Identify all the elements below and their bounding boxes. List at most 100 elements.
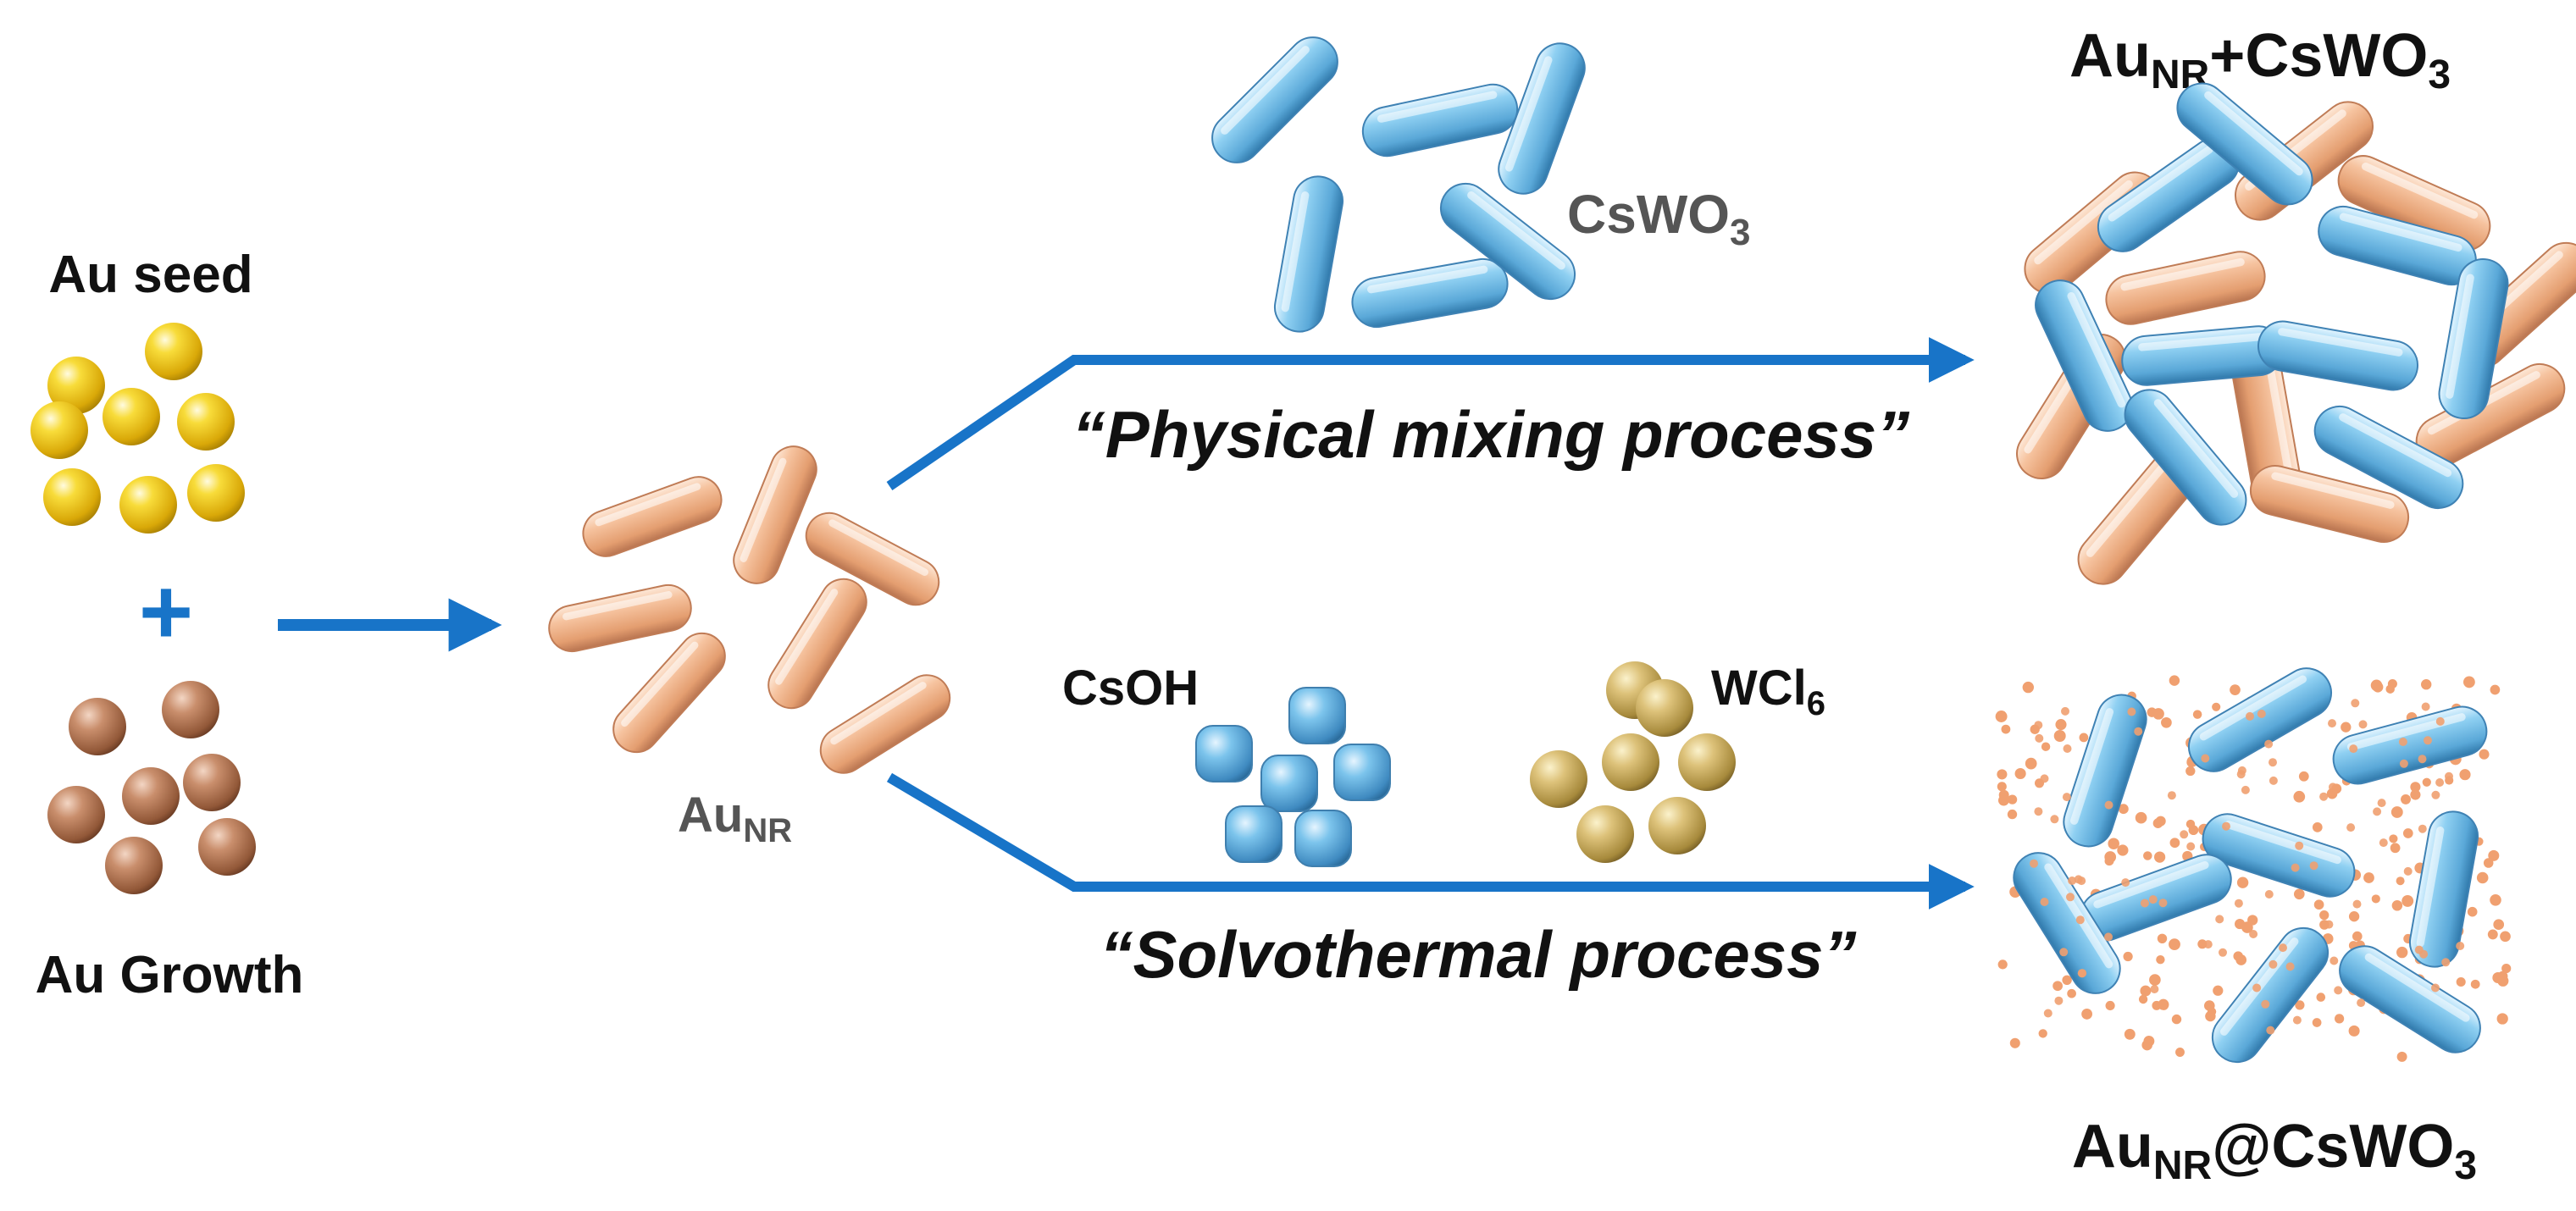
coating-dot (2062, 793, 2071, 802)
mixture-au-rod (2105, 251, 2266, 325)
coating-dot (2043, 1009, 2052, 1018)
core-shell-rod-highlight (2093, 860, 2209, 909)
coating-dot (2148, 895, 2158, 904)
cswo3-rod (1273, 175, 1344, 333)
au-nanorod-highlight (775, 589, 839, 685)
core-shell-rod (2408, 810, 2479, 968)
mixture-cswo3-rod (2124, 389, 2247, 526)
coating-dot (2030, 859, 2038, 868)
au-nanorod (805, 511, 940, 606)
plus-sign: + (139, 560, 193, 664)
au-seed-particle (30, 401, 88, 459)
au-nanorod (767, 578, 867, 710)
coating-dot (2140, 899, 2149, 908)
csoh-particles (1195, 687, 1391, 867)
coating-dot (2456, 976, 2466, 987)
product-mix-b: +CsWO (2209, 22, 2428, 90)
coating-dot (2038, 1029, 2047, 1038)
coating-dot (2401, 894, 2414, 907)
coating-dot (2140, 985, 2152, 997)
wcl6-particle (1678, 733, 1736, 791)
coating-dot (2398, 738, 2407, 746)
coating-dot (2063, 744, 2072, 753)
core-shell-rod-highlight (2070, 708, 2114, 825)
cswo3-rod (1351, 257, 1509, 329)
cswo3-rod-body (1211, 36, 1338, 163)
cswo3-rod-highlight (1467, 191, 1565, 270)
coating-dot (2241, 785, 2250, 794)
mixture-au-rod-body (2249, 465, 2410, 543)
coating-dot (2298, 771, 2309, 782)
mixture-cswo3-rod-highlight (2278, 328, 2403, 357)
core-shell-rod-body (2013, 852, 2121, 994)
coating-dot (2040, 898, 2049, 906)
coating-dot (2435, 778, 2445, 787)
cswo3-rod (1361, 83, 1519, 158)
au-nanorod-highlight (740, 457, 787, 562)
mixture-cswo3-rod-highlight (2446, 274, 2474, 399)
coating-dot (2493, 919, 2505, 931)
coating-dot (1997, 959, 2008, 970)
coating-dot (2185, 819, 2196, 829)
cswo3-rod-body (1361, 83, 1519, 158)
coating-dot (2235, 954, 2247, 965)
coating-dot (2035, 733, 2044, 743)
coating-dot (2034, 721, 2043, 730)
coating-dot (2264, 739, 2274, 749)
au-nr-label-sub: NR (743, 812, 792, 849)
coating-dot (2313, 899, 2324, 910)
coating-dot (2445, 771, 2453, 781)
coating-dot (2490, 894, 2501, 906)
coating-dot (2418, 755, 2427, 764)
coating-dot (2351, 699, 2360, 708)
au-nanorod-body (805, 511, 940, 606)
coating-dot (2169, 838, 2180, 849)
coating-dot (2054, 996, 2064, 1005)
coating-dot (2249, 930, 2258, 938)
coating-dot (2059, 948, 2069, 957)
core-shell-rod (2063, 694, 2147, 848)
au-seed-particle (43, 468, 101, 526)
coating-dot (2104, 932, 2113, 942)
physical-mixture-cluster (2016, 82, 2576, 585)
coating-dot (2492, 971, 2504, 984)
coating-dot (2123, 951, 2133, 962)
coating-dot (2348, 1025, 2360, 1037)
coating-dot (2334, 986, 2343, 995)
product-core-a-sub: NR (2153, 1143, 2212, 1188)
coating-dot (2180, 830, 2189, 839)
coating-dot (2192, 710, 2202, 719)
physical-mixing-label: “Physical mixing process” (1072, 397, 1909, 472)
coating-dot (2237, 766, 2246, 775)
core-shell-rod-body (2211, 926, 2329, 1064)
coating-dot (2295, 841, 2304, 850)
coating-dot (2329, 956, 2339, 965)
coating-dot (1997, 769, 2008, 780)
mixture-au-rod-highlight (2361, 163, 2479, 219)
coating-dot (2138, 994, 2148, 1004)
coating-dot (2143, 851, 2152, 860)
coating-dot (2424, 736, 2432, 745)
coating-dot (2410, 782, 2421, 793)
wcl6-particle (1576, 805, 1634, 863)
mixture-cswo3-rod (2257, 320, 2418, 391)
product-core-a: Au (2072, 1113, 2153, 1181)
cswo3-label-sub: 3 (1730, 212, 1750, 253)
mixture-au-rod-body (2105, 251, 2266, 325)
coating-dot (2414, 945, 2424, 954)
au-nanorod-body (733, 445, 817, 584)
csoh-particle (1260, 755, 1318, 812)
coating-dot (2500, 931, 2511, 943)
mixture-au-rod-highlight (2120, 257, 2245, 291)
csoh-particle (1225, 805, 1282, 863)
coating-dot (2169, 675, 2180, 686)
coating-dot (2219, 948, 2227, 957)
coating-dot (2055, 719, 2067, 731)
au-growth-particle (198, 818, 256, 876)
coating-dot (2379, 838, 2388, 848)
core-shell-rod-highlight (2416, 827, 2445, 948)
coating-dot (2410, 789, 2421, 800)
cswo3-rod-body (1439, 182, 1576, 301)
coating-dot (1995, 711, 2008, 722)
